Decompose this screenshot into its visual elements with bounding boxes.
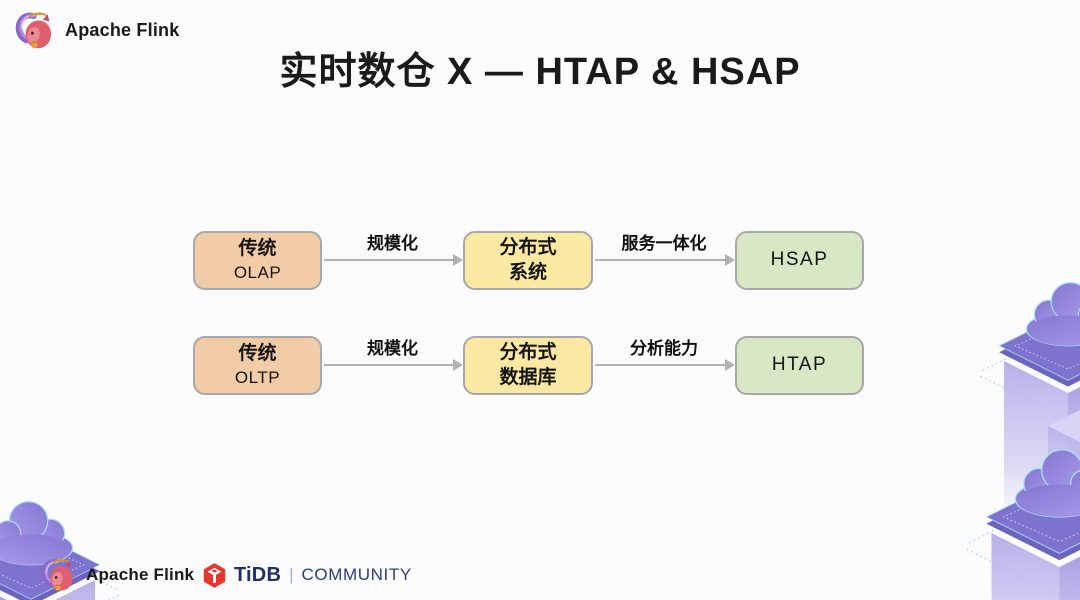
tidb-logo-icon xyxy=(202,563,227,588)
arrow-label: 规模化 xyxy=(367,339,418,358)
header-brand-label: Apache Flink xyxy=(65,19,180,40)
footer-brand: Apache Flink xyxy=(40,554,194,596)
node-label: 传统 xyxy=(238,343,277,365)
node-label: 系统 xyxy=(508,261,547,283)
tidb-wordmark: TiDB xyxy=(234,563,282,586)
cloud-tower-decoration-right-top xyxy=(980,265,1080,553)
slide-title: 实时数仓 X — HTAP & HSAP xyxy=(279,51,801,93)
node-label: 分布式 xyxy=(499,341,557,363)
node-distributed-database: 分布式 数据库 xyxy=(463,336,593,395)
separator: | xyxy=(289,565,294,584)
arrow-label: 分析能力 xyxy=(630,339,698,358)
node-label: OLAP xyxy=(233,262,282,282)
arrow-scale-up-2: 规模化 xyxy=(324,339,463,371)
node-htap: HTAP xyxy=(735,336,864,395)
node-distributed-system: 分布式 系统 xyxy=(463,231,593,290)
tidb-community-brand: TiDB | COMMUNITY xyxy=(202,560,412,590)
small-cube-decoration-right xyxy=(1048,410,1080,518)
community-label: COMMUNITY xyxy=(301,565,412,584)
node-traditional-oltp: 传统 OLTP xyxy=(193,336,322,395)
flink-squirrel-icon xyxy=(14,8,56,53)
footer-brand-label: Apache Flink xyxy=(86,565,195,584)
node-label: OLTP xyxy=(234,367,281,387)
node-label: 分布式 xyxy=(499,236,557,258)
header-brand: Apache Flink xyxy=(14,7,179,53)
node-label: HTAP xyxy=(771,354,828,376)
node-hsap: HSAP xyxy=(735,231,864,290)
node-label: 传统 xyxy=(238,238,277,260)
arrow-label: 服务一体化 xyxy=(621,234,707,253)
flink-squirrel-icon xyxy=(40,555,77,595)
arrow-scale-up-1: 规模化 xyxy=(324,234,463,266)
node-label: HSAP xyxy=(770,249,829,271)
node-label: 数据库 xyxy=(499,366,557,388)
cloud-tower-decoration-right-bottom xyxy=(966,431,1080,600)
arrow-label: 规模化 xyxy=(367,234,418,253)
arrow-service-unification: 服务一体化 xyxy=(595,234,735,266)
node-traditional-olap: 传统 OLAP xyxy=(193,231,322,290)
arrow-analytics-capability: 分析能力 xyxy=(595,339,735,371)
